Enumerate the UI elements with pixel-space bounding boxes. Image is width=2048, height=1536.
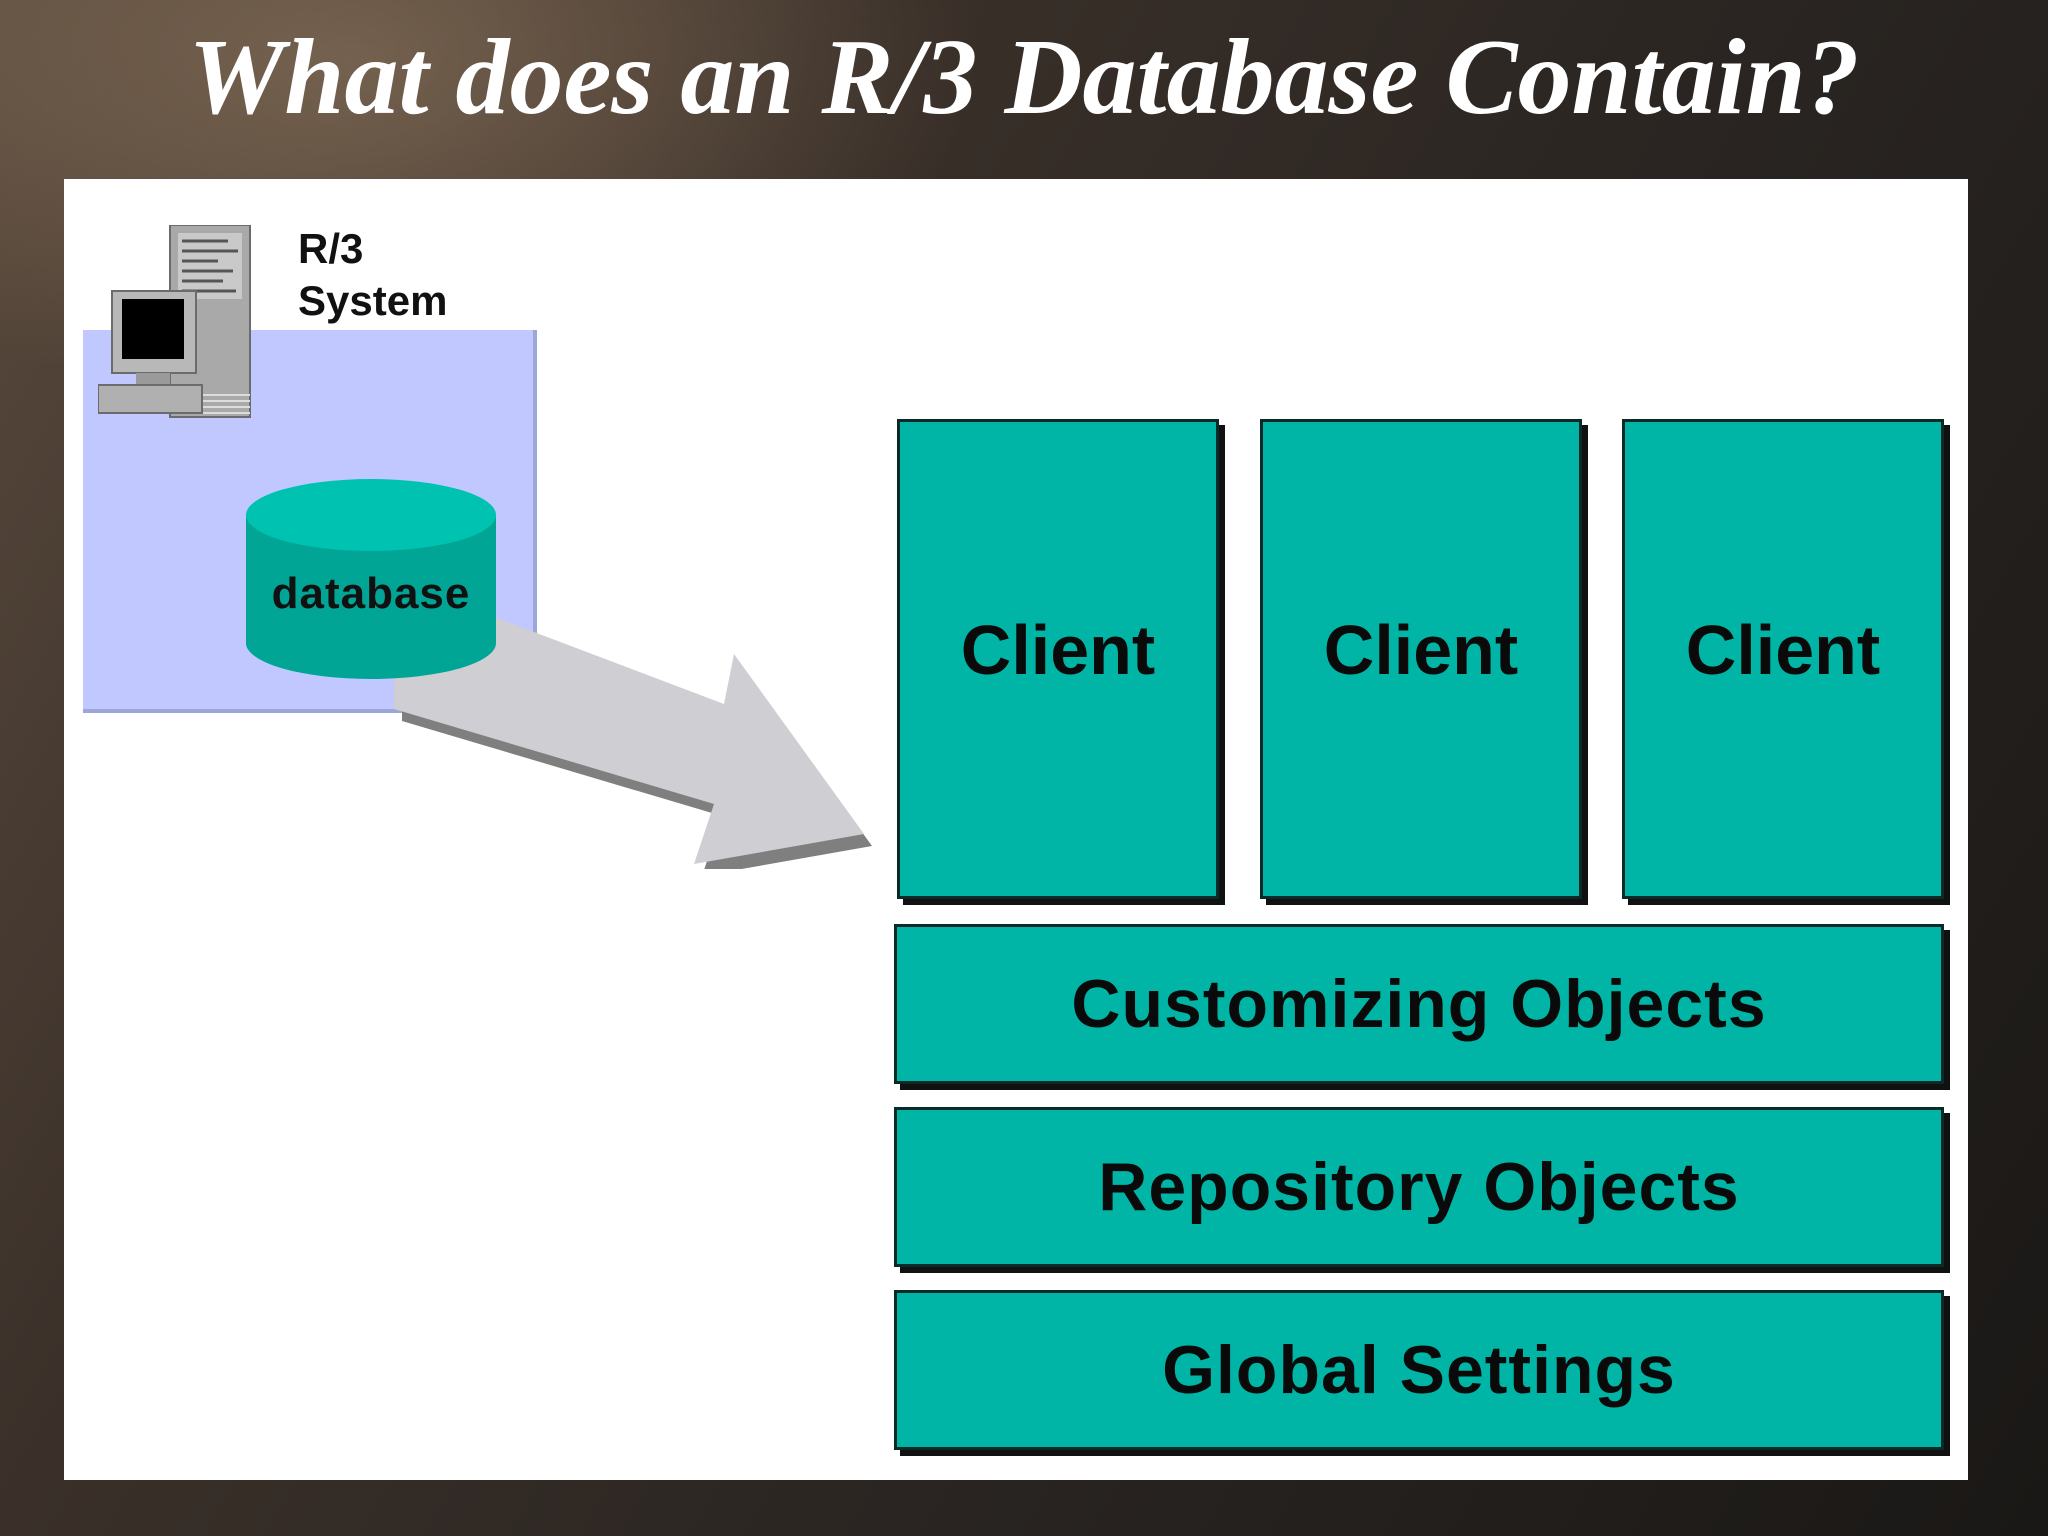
arrow-icon [394, 579, 872, 869]
client-box-1: Client [897, 419, 1219, 899]
system-label-line2: System [298, 277, 448, 324]
diagram-panel: R/3 System database Client Client Client… [64, 179, 1968, 1480]
slide-title: What does an R/3 Database Contain? [188, 18, 1860, 137]
client-box-2: Client [1260, 419, 1582, 899]
client-box-3: Client [1622, 419, 1944, 899]
computer-icon [98, 225, 251, 418]
system-label: R/3 System [298, 223, 447, 327]
customizing-objects-box: Customizing Objects [894, 924, 1944, 1084]
global-settings-box: Global Settings [894, 1290, 1944, 1450]
repository-objects-box: Repository Objects [894, 1107, 1944, 1267]
system-label-line1: R/3 [298, 225, 364, 272]
database-icon [246, 479, 496, 679]
database-label: database [271, 569, 471, 618]
